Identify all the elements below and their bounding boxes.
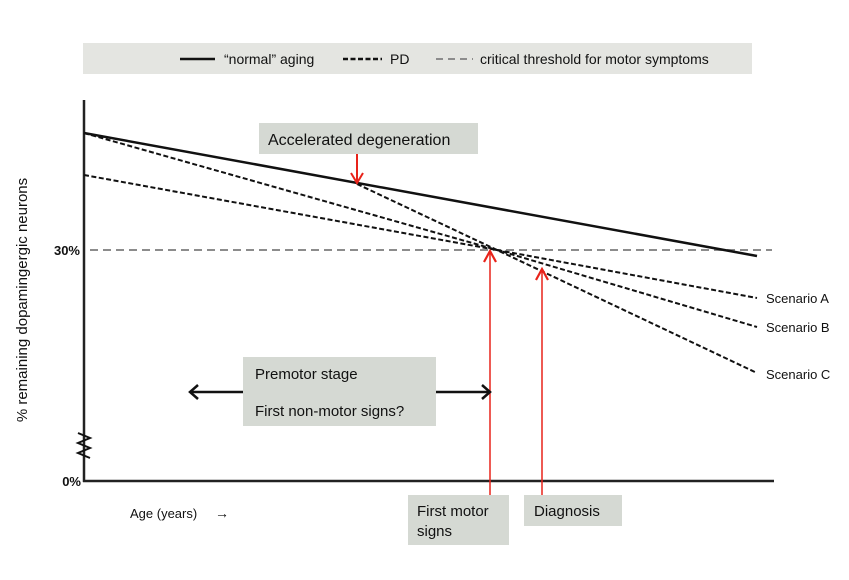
- x-axis-label: Age (years): [130, 506, 197, 521]
- scenario-c-label: Scenario C: [766, 367, 830, 382]
- x-axis-arrow-icon: →: [215, 505, 229, 521]
- nonmotor-label: First non-motor signs?: [255, 403, 404, 420]
- diagnosis-arrowhead-icon: [535, 266, 549, 281]
- scenario-a-label: Scenario A: [766, 291, 829, 306]
- premotor-box: [243, 357, 436, 426]
- first-motor-label-2: signs: [417, 523, 452, 540]
- legend-normal-label: “normal” aging: [224, 51, 314, 67]
- diagnosis-label: Diagnosis: [534, 503, 600, 520]
- first-motor-label-1: First motor: [417, 503, 489, 520]
- first-motor-box: [408, 495, 509, 545]
- y-axis-label: % remaining dopamingergic neurons: [14, 178, 31, 422]
- first-motor-arrowhead-icon: [483, 248, 497, 263]
- tick-0: 0%: [62, 474, 81, 489]
- accelerated-arrowhead-icon: [350, 172, 364, 185]
- scenario-c-line: [356, 183, 758, 374]
- legend-pd-label: PD: [390, 51, 409, 67]
- legend-threshold-label: critical threshold for motor symptoms: [480, 51, 709, 67]
- accelerated-label: Accelerated degeneration: [268, 132, 450, 149]
- axis-break-icon: [75, 432, 93, 459]
- arrow-left-icon: [188, 384, 199, 400]
- tick-30: 30%: [54, 243, 80, 258]
- legend: “normal” aging PD critical threshold for…: [83, 43, 752, 74]
- scenario-b-line: [83, 132, 758, 328]
- scenario-b-label: Scenario B: [766, 320, 830, 335]
- diagnosis-box: [524, 495, 622, 526]
- accelerated-box: [259, 123, 478, 154]
- normal-aging-line: [83, 131, 758, 258]
- premotor-label: Premotor stage: [255, 366, 358, 383]
- scenario-a-line: [83, 174, 758, 299]
- arrow-right-icon: [481, 384, 492, 400]
